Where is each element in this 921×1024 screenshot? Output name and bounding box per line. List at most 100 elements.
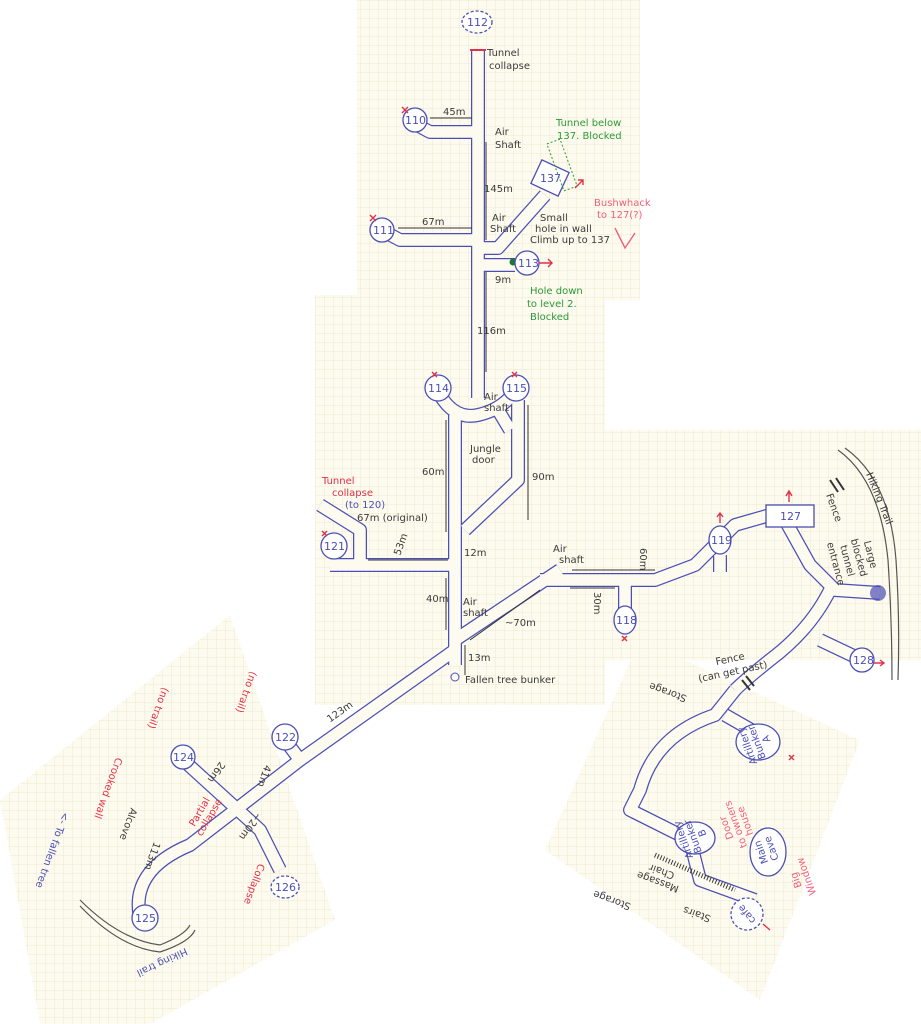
rooms: 112 110 111 137 113 114 115 121 118 119 … [131,10,875,932]
room-126[interactable]: 126 [275,881,296,894]
exit-arrow-icon [785,489,793,502]
dim-70m: ~70m [505,618,536,629]
paper-sheet-southeast [545,640,860,1000]
label-air-shaft-115: Air [484,392,499,403]
dim-9m: 9m [495,275,511,286]
exit-arrow-icon [874,659,886,667]
dim-45m: 45m [443,107,465,118]
dim-40m: 40m [426,594,448,605]
label-tunnel-collapse-2: collapse [489,61,530,72]
room-112[interactable]: 112 [467,16,488,29]
label-bushwhack-2: to 127(?) [597,210,643,221]
dim-67m: 67m [422,217,444,228]
dimension-lines [368,117,655,675]
label-hole-down-2: to level 2. [527,299,577,310]
label-fallen-tree-bunker[interactable]: Fallen tree bunker [465,675,556,686]
room-115[interactable]: 115 [506,382,527,395]
north-labels: Tunnel collapse 45m Air Shaft 145m 67m A… [422,48,651,337]
label-to-120: (to 120) [345,500,385,511]
dim-116m: 116m [477,326,506,337]
label-tunnel-below-137-2: 137. Blocked [557,131,622,142]
label-air-shaft-east-2: shaft [559,555,584,566]
exit-arrow-icon [574,179,584,189]
hiking-trail-east [837,449,893,681]
room-113[interactable]: 113 [518,257,539,270]
label-air-shaft-trunk-2: shaft [463,608,488,619]
room-121[interactable]: 121 [324,540,345,553]
room-122-outline [271,723,299,751]
label-air-shaft: Air [495,127,510,138]
room-122[interactable]: 122 [275,731,296,744]
label-air-shaft-2: Shaft [495,140,521,151]
label-air-shaft-lower: Air [492,213,507,224]
label-small-hole-3: Climb up to 137 [530,235,610,246]
room-121-outline [320,532,348,560]
hiking-trail-southwest [79,899,191,946]
exit-arrow-icon [539,258,553,268]
label-tunnel-collapse-120-2: collapse [332,488,373,499]
room-111-outline [369,217,395,243]
room-128[interactable]: 128 [853,654,874,667]
room-124-outline [170,744,196,770]
label-bushwhack: Bushwhack [594,198,651,209]
label-artillery-bunker-b-3: B [697,828,710,838]
label-small-hole: Small [540,213,568,224]
room-119-outline [708,525,732,555]
label-tunnel-below-137: Tunnel below [555,118,621,129]
label-air-shaft-east: Air [553,544,568,555]
room-126-outline [270,875,300,899]
dim-67m-original: 67m (original) [357,513,428,524]
label-hole-down: Hole down [530,286,583,297]
exit-arrow-icon [762,923,771,931]
label-tunnel-collapse-120: Tunnel [321,476,355,487]
room-124[interactable]: 124 [173,751,194,764]
dim-60m: 60m [422,467,444,478]
room-112-outline [461,10,493,34]
bushwhack-arrow-icon [614,227,636,250]
artillery-bunker-b-outline [674,821,716,855]
room-137[interactable]: 137 [540,172,561,185]
room-125-outline [131,904,159,932]
paper-sheet-east [600,430,921,660]
cafe-outline [730,897,764,931]
dim-30m: 30m [591,592,602,614]
label-small-hole-2: hole in wall [535,224,592,235]
room-125[interactable]: 125 [135,912,156,925]
room-110-outline [402,107,428,133]
label-air-shaft-lower-2: Shaft [490,224,516,235]
label-hole-down-3: Blocked [530,312,569,323]
middle-labels: Air shaft Jungle door 60m 90m Tunnel col… [321,392,556,686]
label-tunnel-collapse: Tunnel [486,48,520,59]
room-114[interactable]: 114 [428,382,449,395]
room-118-outline [613,605,637,635]
exit-arrow-icon [716,511,724,523]
fence-hatch-icon [741,477,845,691]
room-110[interactable]: 110 [405,114,426,127]
dim-60m-east: 60m [637,548,648,570]
label-air-shaft-trunk: Air [463,597,478,608]
room-127[interactable]: 127 [780,510,801,523]
room-127-outline [765,504,815,528]
label-air-shaft-115-2: shaft [484,403,509,414]
dim-12m: 12m [464,548,486,559]
room-111[interactable]: 111 [373,224,394,237]
fallen-tree-bunker-entrance-icon [450,672,460,682]
label-jungle-door-2: door [472,455,496,466]
label-big-window: Big [789,870,805,889]
label-jungle-door: Jungle [469,444,501,455]
room-114-outline [424,374,452,402]
exit-markers [321,106,886,931]
room-118[interactable]: 118 [616,614,637,627]
dim-13m: 13m [468,653,490,664]
room-119[interactable]: 119 [711,534,732,547]
stairs-hatching [653,852,737,893]
label-artillery-bunker-a-3: A [761,734,774,744]
room-128-outline [849,647,875,673]
blocked-grate-icon [870,585,886,601]
blocked-x-icon [321,106,795,761]
paper-sheet-southwest [0,615,335,1024]
artillery-bunker-a-outline [735,723,781,761]
dim-145m: 145m [484,184,513,195]
dim-90m: 90m [532,472,554,483]
